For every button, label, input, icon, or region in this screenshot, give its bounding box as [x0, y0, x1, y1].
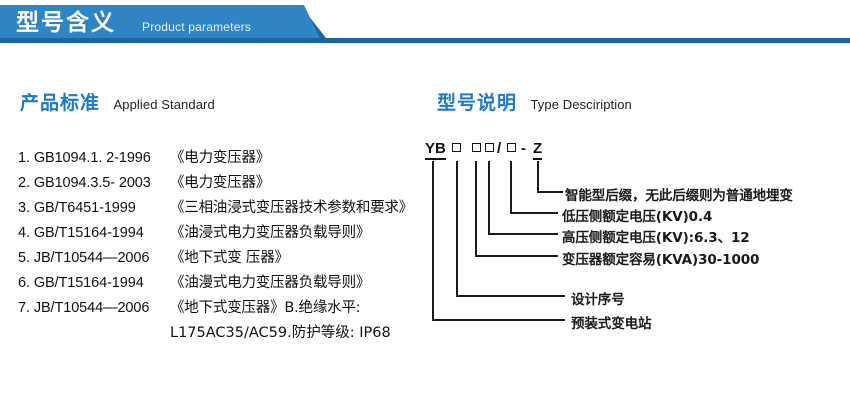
code-part-box-3	[485, 140, 494, 157]
list-item: 6. GB/T15164-1994 《油漫式电力变压器负载导则》	[18, 271, 438, 296]
standard-code: 2. GB1094.3.5- 2003	[18, 175, 151, 191]
standard-name: 《三相油浸式变压器技术参数和要求》	[170, 200, 414, 216]
leader-lv	[510, 167, 558, 214]
type-code-diagram: YB / - Z	[425, 140, 850, 340]
label-rated-capacity: 变压器额定容易(KVA)30-1000	[562, 252, 760, 268]
list-item: 7. JB/T10544—2006 《地下式变压器》B.绝缘水平:	[18, 296, 438, 321]
list-item: 3. GB/T6451-1999 《三相油浸式变压器技术参数和要求》	[18, 196, 438, 221]
standard-continuation-line: L175AC35/AC59.防护等级: IP68	[170, 325, 391, 341]
label-intelligent-suffix: 智能型后缀，无此后缀则为普通地埋变	[565, 188, 793, 204]
type-description-heading-en: Type Desciription	[530, 97, 632, 112]
leader-capacity	[475, 167, 558, 257]
code-part-slash: /	[497, 140, 502, 157]
type-description-heading: 型号说明 Type Desciription	[437, 88, 632, 115]
standard-name: 《地下式变 压器》	[170, 250, 289, 266]
label-design-serial-no: 设计序号	[571, 292, 625, 308]
standard-code: 4. GB/T15164-1994	[18, 225, 144, 241]
standard-name: 《电力变压器》	[170, 175, 271, 191]
box-glyph-icon	[452, 143, 461, 152]
page-banner: 型号含义 Product parameters	[0, 0, 850, 48]
label-hv-rated-voltage: 高压侧额定电压(KV):6.3、12	[562, 230, 750, 246]
banner-title-cn: 型号含义	[16, 10, 116, 36]
label-lv-rated-voltage: 低压侧额定电压(KV)0.4	[562, 209, 713, 225]
standard-code: 6. GB/T15164-1994	[18, 275, 144, 291]
applied-standard-heading-cn: 产品标准	[20, 92, 101, 114]
leader-station	[432, 167, 565, 321]
list-item: 4. GB/T15164-1994 《油浸式电力变压器负载导则》	[18, 221, 438, 246]
leader-lines-group	[432, 161, 565, 321]
standard-name: 《地下式变压器》B.绝缘水平:	[170, 300, 361, 316]
standard-name: 《油浸式电力变压器负载导则》	[170, 225, 371, 241]
applied-standard-heading-en: Applied Standard	[113, 97, 215, 112]
standard-code: 3. GB/T6451-1999	[18, 200, 136, 216]
code-part-z: Z	[533, 140, 543, 160]
banner-underline-rule	[0, 38, 850, 43]
box-glyph-icon	[485, 143, 494, 152]
applied-standard-list: 1. GB1094.1. 2-1996 《电力变压器》 2. GB1094.3.…	[18, 146, 438, 348]
type-description-heading-cn: 型号说明	[437, 92, 518, 114]
leader-hv	[488, 167, 558, 235]
box-glyph-icon	[507, 143, 516, 152]
standard-name: 《电力变压器》	[170, 150, 271, 166]
standard-name: 《油漫式电力变压器负载导则》	[170, 275, 371, 291]
leader-suffix	[537, 167, 563, 193]
code-part-yb: YB	[425, 140, 446, 160]
code-part-box-1	[452, 140, 461, 157]
applied-standard-heading: 产品标准 Applied Standard	[20, 88, 215, 115]
code-part-box-4	[507, 140, 516, 157]
standard-code: 5. JB/T10544—2006	[18, 250, 150, 266]
list-item: 5. JB/T10544—2006 《地下式变 压器》	[18, 246, 438, 271]
standard-code: 7. JB/T10544—2006	[18, 300, 150, 316]
leader-design-no	[456, 167, 565, 297]
label-prefab-substation: 预装式变电站	[571, 316, 652, 332]
code-part-box-2	[472, 140, 481, 157]
banner-title-en: Product parameters	[142, 20, 251, 34]
list-item: 1. GB1094.1. 2-1996 《电力变压器》	[18, 146, 438, 171]
code-part-dash: -	[521, 140, 526, 157]
list-item: 2. GB1094.3.5- 2003 《电力变压器》	[18, 171, 438, 196]
box-glyph-icon	[472, 143, 481, 152]
banner-light-shape	[0, 5, 290, 43]
standard-code: 1. GB1094.1. 2-1996	[18, 150, 151, 166]
